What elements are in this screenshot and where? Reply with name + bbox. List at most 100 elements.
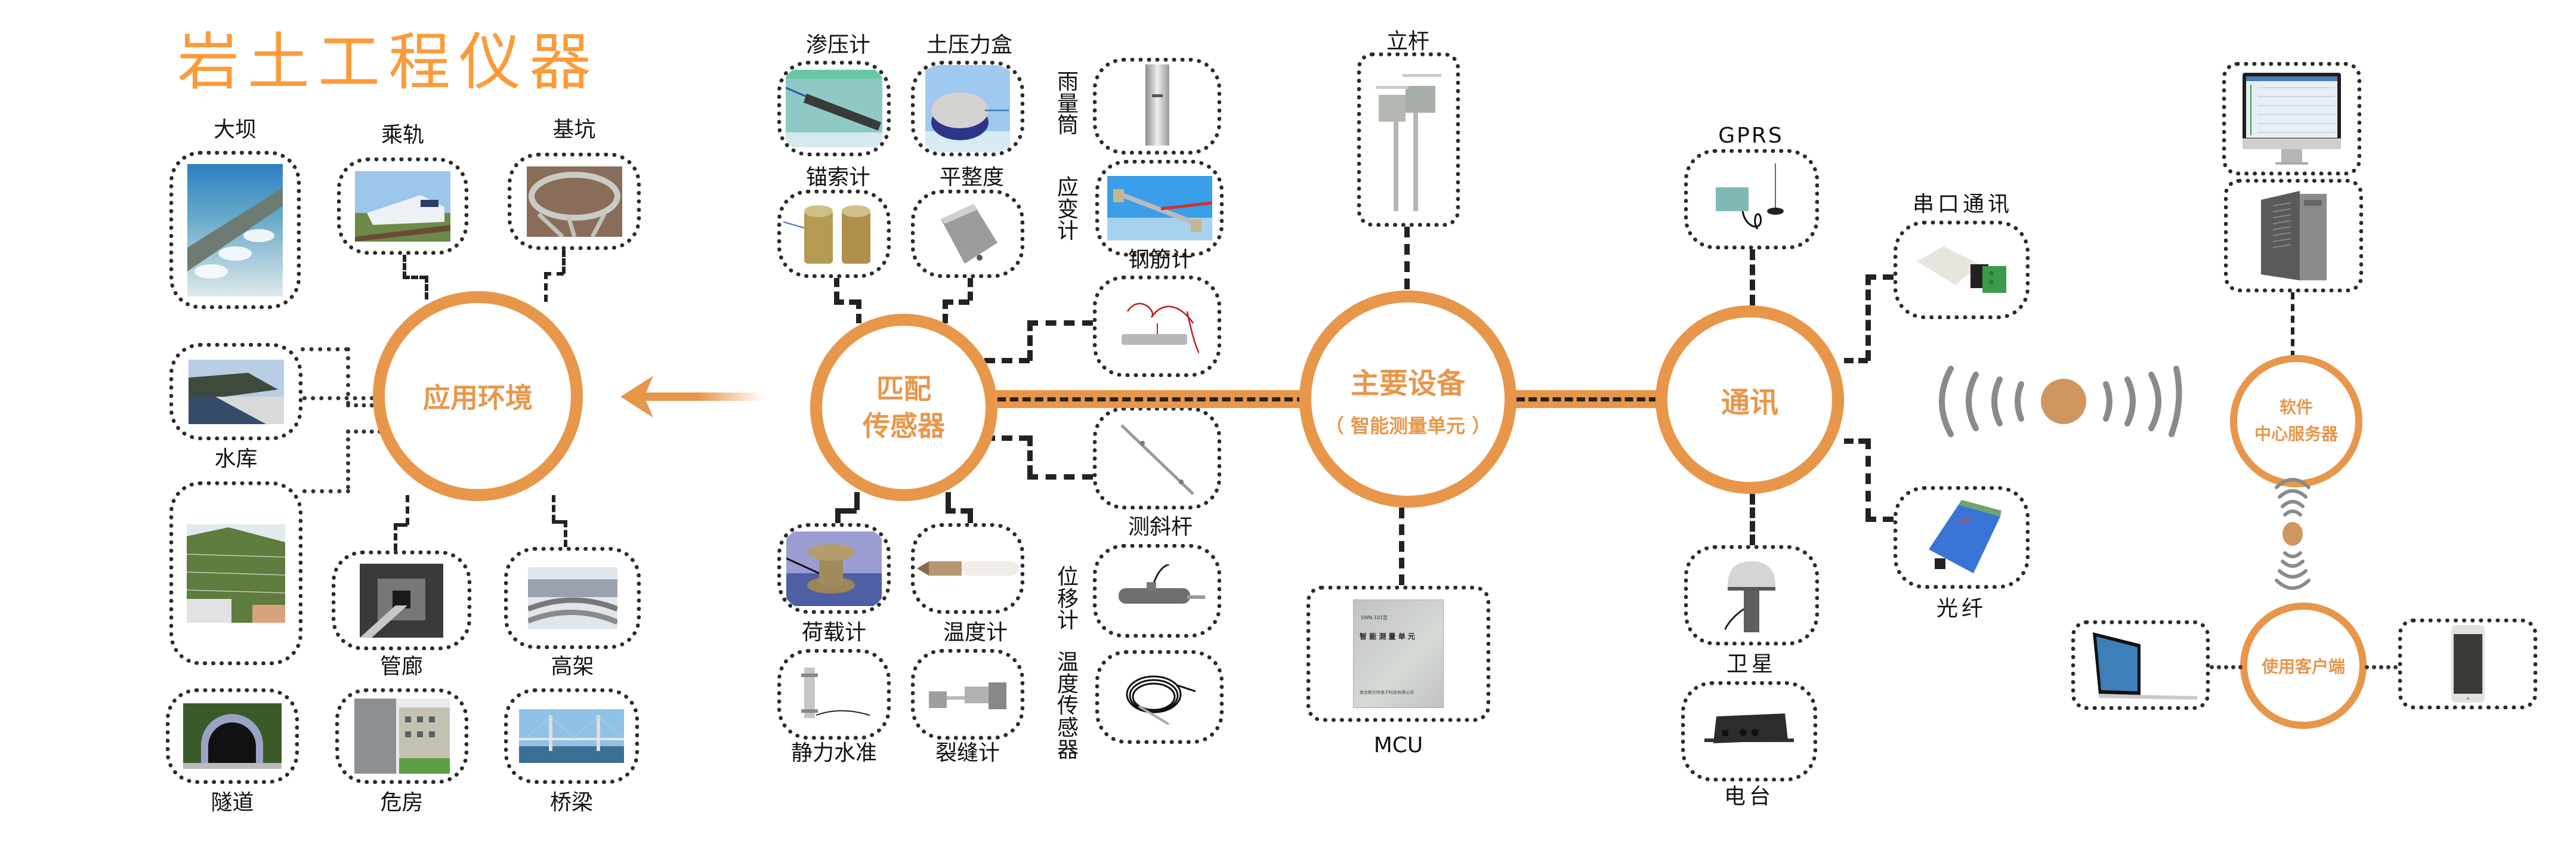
satellite-antenna-photo-icon <box>1725 561 1775 632</box>
client-item-smartphone[interactable] <box>2398 619 2537 709</box>
app-label-rail: 乘轨 <box>381 123 424 147</box>
comm-item-satellite[interactable] <box>1684 545 1819 645</box>
connector <box>968 278 973 301</box>
slope-photo-icon <box>187 524 285 623</box>
app-item-bridge[interactable] <box>504 688 639 784</box>
sensor-label-temperature-sensor: 温度传感器 <box>1057 650 1079 762</box>
mcu-name: 智 能 测 量 单 元 <box>1360 632 1415 641</box>
sensor-label-crack-meter: 裂缝计 <box>935 741 1000 765</box>
hub-communication[interactable]: 通讯 <box>1655 305 1844 494</box>
comm-item-fiber[interactable]: JaRa <box>1894 486 2030 589</box>
sensor-item-rain-gauge[interactable] <box>1093 58 1221 154</box>
connector <box>946 492 951 510</box>
app-label-dangerous-building: 危房 <box>380 790 424 815</box>
app-item-tunnel[interactable] <box>166 688 299 784</box>
inclinometer-rod-photo-icon <box>1120 424 1194 495</box>
connector <box>403 276 427 279</box>
connector <box>835 508 841 526</box>
app-label-foundation-pit: 基坑 <box>552 118 596 142</box>
strain-gauge-photo-icon <box>1107 176 1212 240</box>
pole-label: 立杆 <box>1386 29 1429 54</box>
connector <box>1865 274 1894 280</box>
hub-client[interactable]: 使用客户端 <box>2240 602 2367 729</box>
equipment-item-pole[interactable] <box>1357 52 1460 227</box>
equipment-item-mcu[interactable]: SWN-101型 智 能 测 量 单 元 南京斯比特电子科技有限公司 <box>1306 586 1490 722</box>
app-label-tunnel: 隧道 <box>211 790 254 815</box>
app-label-reservoir: 水库 <box>214 447 258 471</box>
connector <box>346 347 350 405</box>
connector <box>2365 665 2398 669</box>
thermometer-photo-icon <box>917 561 1018 576</box>
earth-pressure-cell-photo-icon <box>925 65 1010 152</box>
connector <box>1750 494 1755 545</box>
connector <box>1027 320 1033 361</box>
connector <box>406 495 409 525</box>
sensor-item-displacement-meter[interactable] <box>1093 544 1221 638</box>
app-item-foundation-pit[interactable] <box>508 153 641 250</box>
app-item-reservoir[interactable] <box>169 343 302 440</box>
connector <box>835 508 857 514</box>
hub-software-center-server[interactable]: 软件 中心服务器 <box>2230 355 2362 487</box>
sensor-item-anchor-cable-meter[interactable] <box>777 190 891 278</box>
flatness-sensor-photo-icon <box>941 204 997 264</box>
mcu-model: SWN-101型 <box>1361 615 1388 620</box>
sensor-item-load-cell[interactable] <box>777 523 891 614</box>
comm-item-serial[interactable] <box>1894 221 2030 319</box>
app-item-slope[interactable] <box>169 481 302 665</box>
app-item-dam[interactable] <box>169 151 301 309</box>
connector <box>346 403 382 407</box>
sensor-item-temperature-sensor[interactable] <box>1095 650 1224 744</box>
connector <box>854 492 860 510</box>
app-item-elevated-road[interactable] <box>504 547 641 649</box>
sensor-item-piezometer[interactable] <box>777 61 891 156</box>
comm-item-radio[interactable] <box>1681 681 1817 781</box>
app-item-dangerous-building[interactable] <box>335 688 468 784</box>
sensor-label-rebar-meter: 钢筋计 <box>1128 248 1193 272</box>
wireless-signal-vertical-icon <box>2275 478 2311 590</box>
temperature-probe-cable-photo-icon <box>1126 675 1196 725</box>
server-tower-photo-icon <box>2260 191 2327 280</box>
app-item-rail[interactable] <box>337 157 468 255</box>
displacement-meter-photo-icon <box>1118 564 1205 604</box>
connector <box>346 429 382 434</box>
sensor-item-crack-meter[interactable] <box>911 649 1024 740</box>
software-item-server[interactable] <box>2224 179 2363 292</box>
connector <box>425 276 428 299</box>
client-item-laptop[interactable] <box>2071 620 2210 710</box>
sensor-item-flatness[interactable] <box>911 190 1024 278</box>
comm-label-radio: 电台 <box>1723 784 1774 809</box>
app-item-utility-tunnel[interactable] <box>332 551 471 650</box>
sensor-item-strain-gauge[interactable] <box>1095 160 1224 257</box>
connector <box>394 523 397 551</box>
comm-label-gprs: GPRS <box>1718 123 1784 148</box>
sensor-item-rebar-meter[interactable] <box>1093 276 1221 377</box>
load-cell-photo-icon <box>786 531 882 606</box>
sensor-item-earth-pressure-cell[interactable] <box>911 61 1024 156</box>
sensor-item-hydrostatic-level[interactable] <box>777 649 891 740</box>
main-connector-bar <box>990 390 1312 408</box>
arrow-left-icon <box>620 376 764 418</box>
connector <box>2291 292 2294 358</box>
hub-main-equipment[interactable]: 主要设备 （ 智能测量单元 ） <box>1299 291 1516 508</box>
sensor-item-thermometer[interactable] <box>911 523 1024 614</box>
connector <box>1865 517 1894 522</box>
hub-main-equipment-label: 主要设备 <box>1350 367 1465 400</box>
hub-matching-sensors[interactable]: 匹配 传感器 <box>810 314 997 501</box>
smartphone-photo-icon <box>2451 625 2485 703</box>
sensor-item-inclinometer-rod[interactable] <box>1093 407 1221 509</box>
app-label-utility-tunnel: 管廊 <box>379 654 423 679</box>
bridge-photo-icon <box>519 709 624 763</box>
monitor-software-photo-icon <box>2243 72 2341 165</box>
connector <box>1027 474 1093 480</box>
sensor-label-flatness: 平整度 <box>939 165 1004 190</box>
connector <box>1750 249 1755 305</box>
connector <box>552 495 555 522</box>
connector <box>394 523 407 527</box>
train-photo-icon <box>355 171 450 242</box>
hub-application-environment[interactable]: 应用环境 <box>373 291 583 501</box>
connector <box>544 272 548 302</box>
comm-item-gprs[interactable] <box>1684 149 1819 249</box>
comm-label-fiber: 光纤 <box>1936 597 1987 621</box>
software-item-monitor[interactable] <box>2222 62 2361 175</box>
connector <box>302 489 350 493</box>
